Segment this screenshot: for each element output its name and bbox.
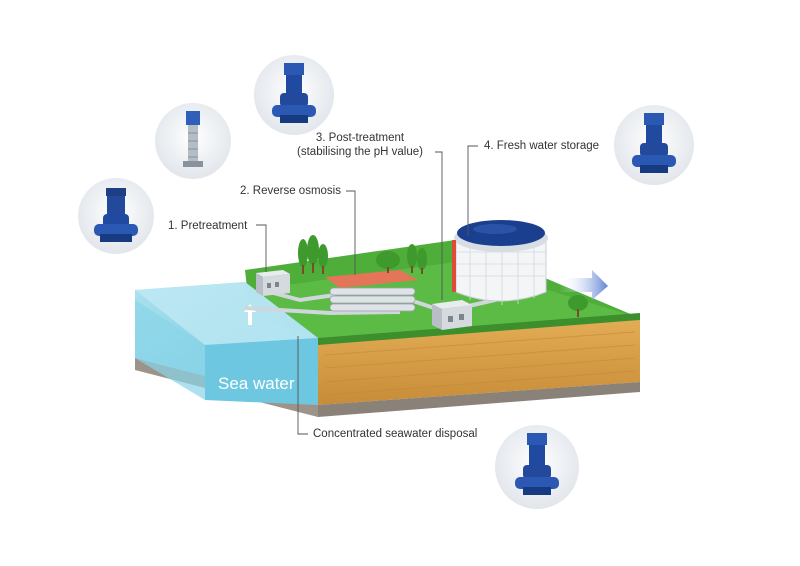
fresh-water-tank [452,220,548,305]
label-post-treatment-title: 3. Post-treatment [315,132,405,144]
label-reverse-osmosis: 2. Reverse osmosis [240,185,341,197]
sea [135,282,318,405]
pump-badge-2 [155,103,231,179]
label-fresh-water-storage: 4. Fresh water storage [484,140,600,152]
callout-lines [256,145,478,435]
trees [298,235,588,317]
label-post-treatment-subtitle: (stabilising the pH value) [297,146,423,158]
post-treatment-building [432,300,472,330]
pump-badge-3 [254,55,334,135]
pretreatment-building [256,270,290,296]
pump-badge-5 [495,425,579,509]
label-sea-water: Sea water [218,374,295,393]
pump-badge-1 [78,178,154,254]
reverse-osmosis-unit [325,270,418,312]
label-post-treatment: 3. Post-treatment (stabilising the pH va… [290,131,430,159]
label-concentrated-disposal: Concentrated seawater disposal [313,428,478,440]
label-pretreatment: 1. Pretreatment [168,220,248,232]
outflow-arrow [560,270,608,300]
pump-badge-4 [614,105,694,185]
